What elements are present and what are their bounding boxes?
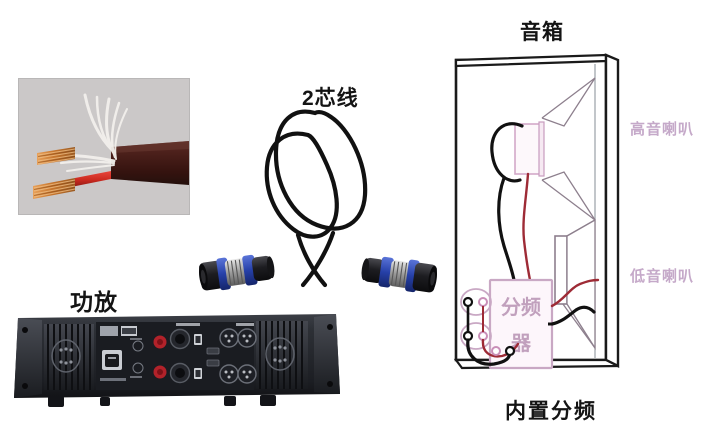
- tweeter-label: 高音喇叭: [630, 121, 695, 138]
- amplifier-title-label: 功放: [70, 289, 118, 315]
- coiled-cable-drawing: [264, 109, 368, 288]
- bottom-caption: 内置分频: [505, 400, 597, 423]
- cabinet-title-label: 音箱: [520, 21, 564, 44]
- woofer-body: [554, 235, 568, 305]
- speakon-connector-right: [357, 247, 440, 301]
- tweeter-negative-wire: [490, 122, 524, 183]
- cable-photo-artwork: [19, 79, 189, 214]
- amplifier-artwork: [14, 314, 340, 407]
- cable-photo: [18, 78, 190, 215]
- woofer-negative-wire: [550, 305, 596, 326]
- woofer-label: 低音喇叭: [630, 268, 695, 285]
- tweeter-driver: [541, 77, 596, 221]
- speaker-cabinet-drawing: 分频 器: [452, 48, 624, 380]
- amplifier-photo: [8, 306, 346, 416]
- crossover-label-line1: 分频: [501, 295, 541, 319]
- woofer-positive-wire: [550, 278, 600, 308]
- speakon-connector-left: [195, 245, 278, 299]
- tweeter-positive-wire: [522, 172, 532, 282]
- cable-title-label: 2芯线: [302, 87, 359, 110]
- crossover-label-line2: 器: [510, 332, 532, 355]
